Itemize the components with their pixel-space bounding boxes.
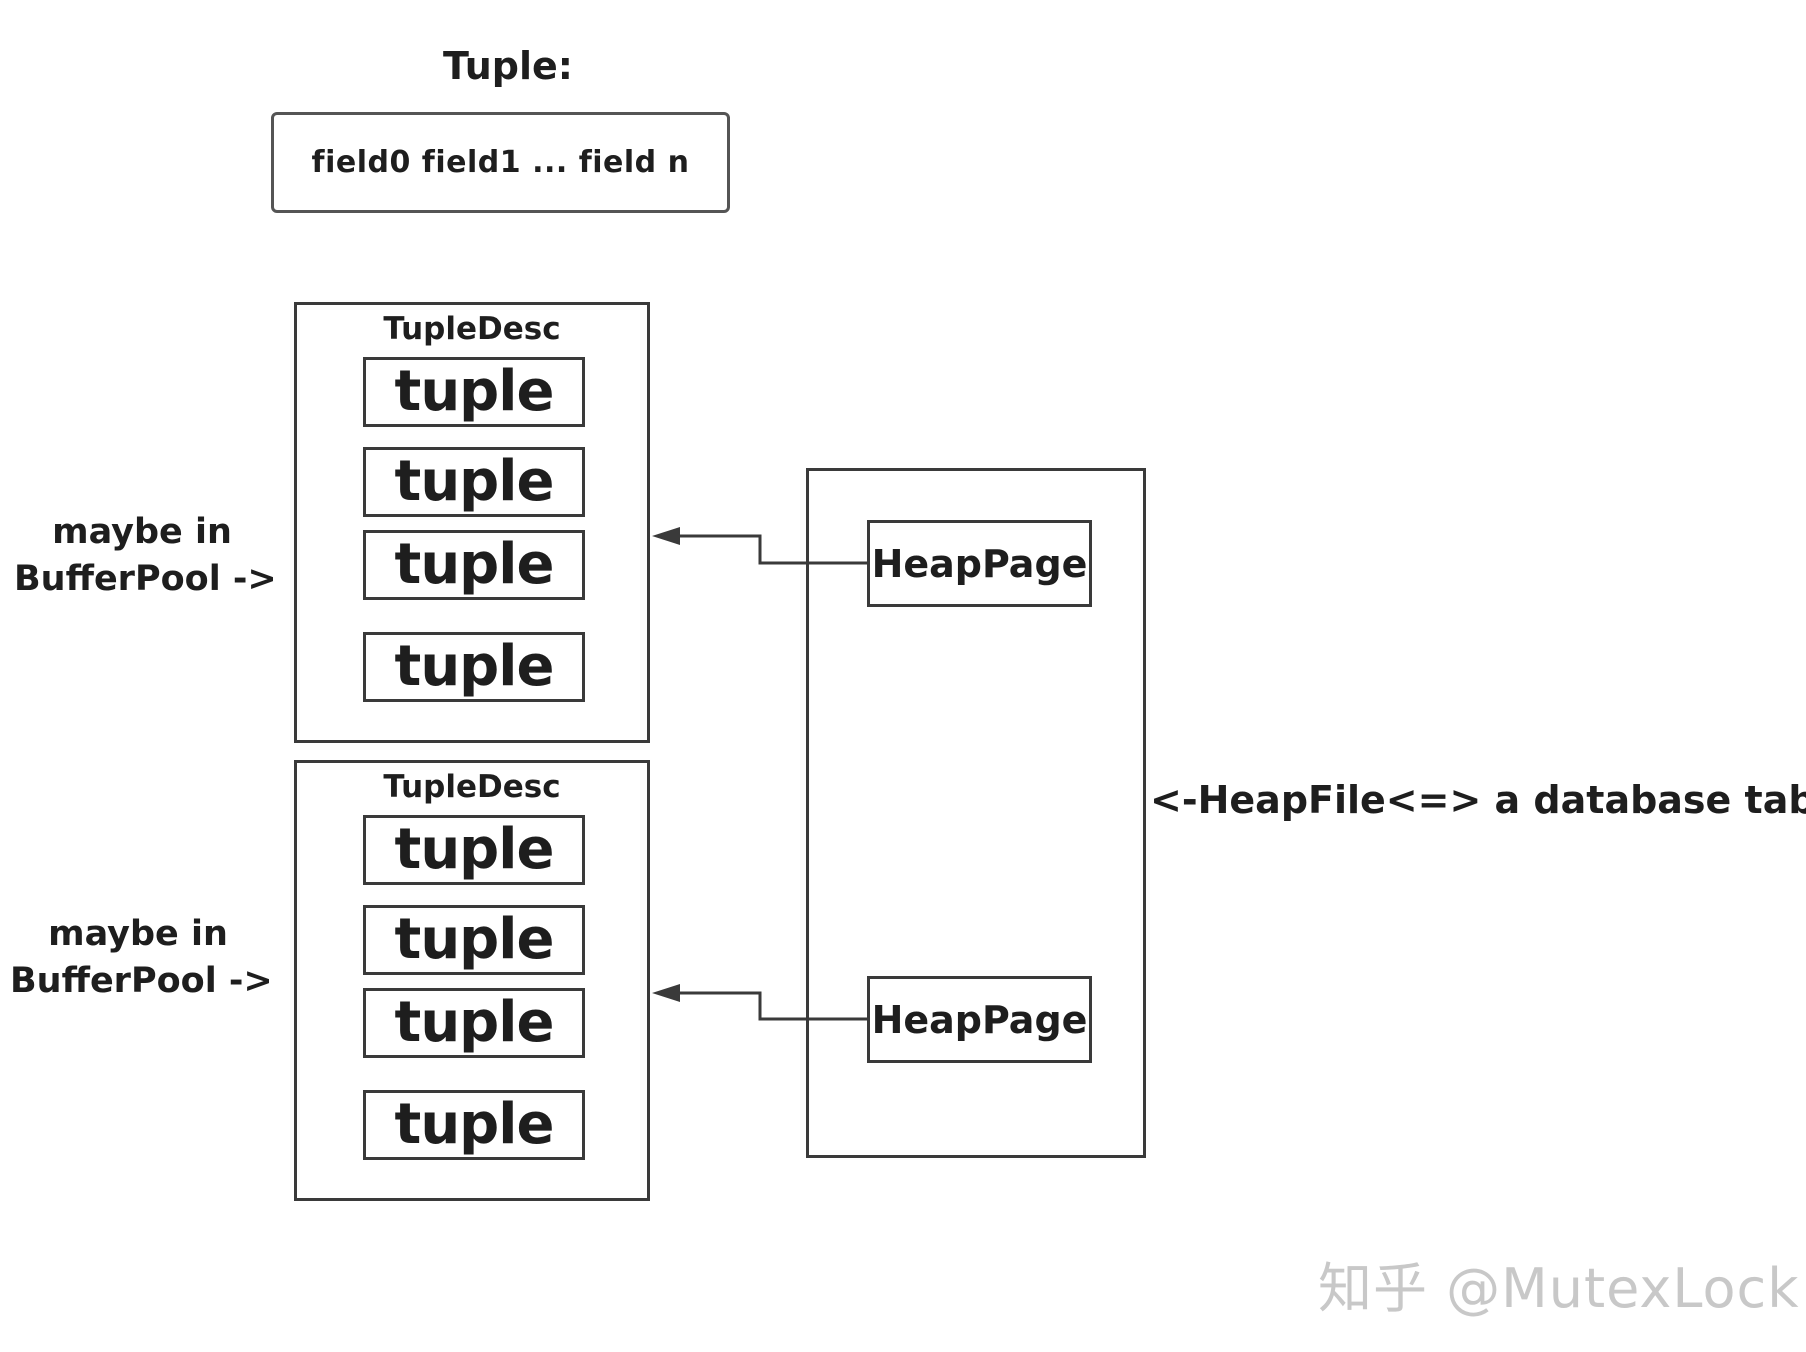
heapfile-label: <-HeapFile<=> a database table: [1150, 778, 1806, 822]
tuple-label: tuple: [394, 634, 555, 699]
tuple-cell: tuple: [363, 988, 585, 1058]
bufferpool-label-line2: BufferPool ->: [10, 961, 273, 1001]
tuple-label: tuple: [394, 359, 555, 424]
heappage-label: HeapPage: [871, 541, 1088, 586]
tuple-cell: tuple: [363, 530, 585, 600]
tuple-cell: tuple: [363, 1090, 585, 1160]
tuple-label: tuple: [394, 990, 555, 1055]
tuple-cell: tuple: [363, 632, 585, 702]
page-tuple-group-1: TupleDesc tuple tuple tuple tuple: [294, 302, 650, 743]
heappage-box-2: HeapPage: [867, 976, 1092, 1063]
tuple-cell: tuple: [363, 357, 585, 427]
tuple-label: tuple: [394, 532, 555, 597]
tuple-label: tuple: [394, 817, 555, 882]
tuple-title: Tuple:: [443, 44, 573, 88]
tuple-fields-label: field0 field1 ... field n: [311, 145, 690, 180]
arrow-heappage-2-to-group-2: [676, 991, 867, 1021]
bufferpool-label-1: maybe in BufferPool ->: [14, 509, 277, 603]
tuple-cell: tuple: [363, 447, 585, 517]
tupledesc-label: TupleDesc: [383, 769, 561, 805]
tuple-label: tuple: [394, 1092, 555, 1157]
tuple-cell: tuple: [363, 905, 585, 975]
page-tuple-group-2: TupleDesc tuple tuple tuple tuple: [294, 760, 650, 1201]
tuple-fields-box: field0 field1 ... field n: [271, 112, 730, 213]
bufferpool-label-2: maybe in BufferPool ->: [10, 911, 273, 1005]
watermark: 知乎 @MutexLock: [1318, 1257, 1800, 1320]
tuple-label: tuple: [394, 449, 555, 514]
bufferpool-label-line1: maybe in: [52, 512, 232, 552]
arrowhead-1: [652, 527, 680, 545]
tuple-cell: tuple: [363, 815, 585, 885]
tupledesc-label: TupleDesc: [383, 311, 561, 347]
tuple-label: tuple: [394, 907, 555, 972]
heappage-box-1: HeapPage: [867, 520, 1092, 607]
arrow-heappage-1-to-group-1: [676, 534, 867, 565]
arrowhead-2: [652, 984, 680, 1002]
bufferpool-label-line1: maybe in: [48, 914, 228, 954]
bufferpool-label-line2: BufferPool ->: [14, 559, 277, 599]
heappage-label: HeapPage: [871, 997, 1088, 1042]
